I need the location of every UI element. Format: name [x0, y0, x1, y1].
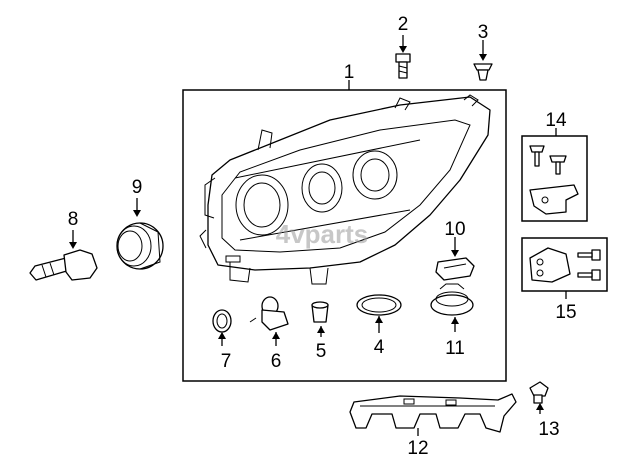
callout-10: 10 — [444, 219, 465, 240]
callout-13: 13 — [538, 419, 559, 440]
callout-7: 7 — [221, 351, 232, 372]
cap-part-5 — [311, 301, 329, 337]
bulb-socket-part-6 — [249, 296, 289, 346]
socket-part-11 — [430, 283, 474, 332]
callout-3: 3 — [478, 22, 489, 43]
o-ring-part-7 — [212, 309, 232, 346]
headlamp-assembly-frame — [182, 89, 507, 382]
callout-11: 11 — [445, 338, 465, 359]
callout-5: 5 — [316, 341, 327, 362]
callout-4: 4 — [374, 337, 385, 358]
callout-14: 14 — [545, 110, 567, 131]
bracket-part-12 — [349, 393, 517, 436]
headlamp-housing — [199, 94, 491, 285]
gasket-part-4 — [356, 294, 402, 333]
repair-kit-part-15 — [521, 237, 608, 299]
clip-part-3 — [473, 40, 493, 81]
bolt-part-2 — [395, 35, 411, 79]
bulb-socket-part-9 — [116, 198, 164, 270]
callout-9: 9 — [132, 177, 143, 198]
bulb-part-8 — [29, 230, 98, 281]
callout-8: 8 — [68, 209, 79, 230]
watermark-text: 4vparts — [276, 219, 369, 249]
callout-2: 2 — [398, 14, 409, 35]
callout-6: 6 — [271, 351, 282, 372]
bolt-part-13 — [529, 381, 549, 414]
repair-kit-part-14 — [521, 128, 588, 222]
callout-12: 12 — [407, 438, 428, 459]
callout-1: 1 — [344, 62, 355, 83]
module-part-10 — [435, 237, 475, 281]
callout-15: 15 — [555, 302, 576, 323]
